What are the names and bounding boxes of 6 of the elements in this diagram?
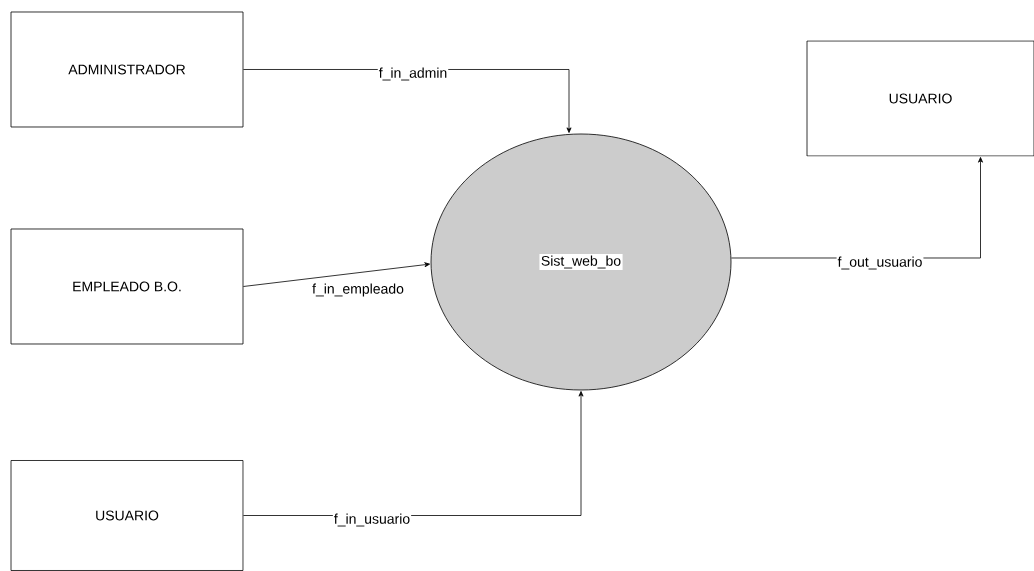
entity-box: ADMINISTRADOR <box>10 11 244 128</box>
entity-box: USUARIO <box>806 40 1034 157</box>
arrow <box>243 262 430 287</box>
entity-box: EMPLEADO B.O. <box>10 228 244 345</box>
edge-label: f_in_empleado <box>311 282 405 298</box>
entity-box: USUARIO <box>10 460 244 571</box>
